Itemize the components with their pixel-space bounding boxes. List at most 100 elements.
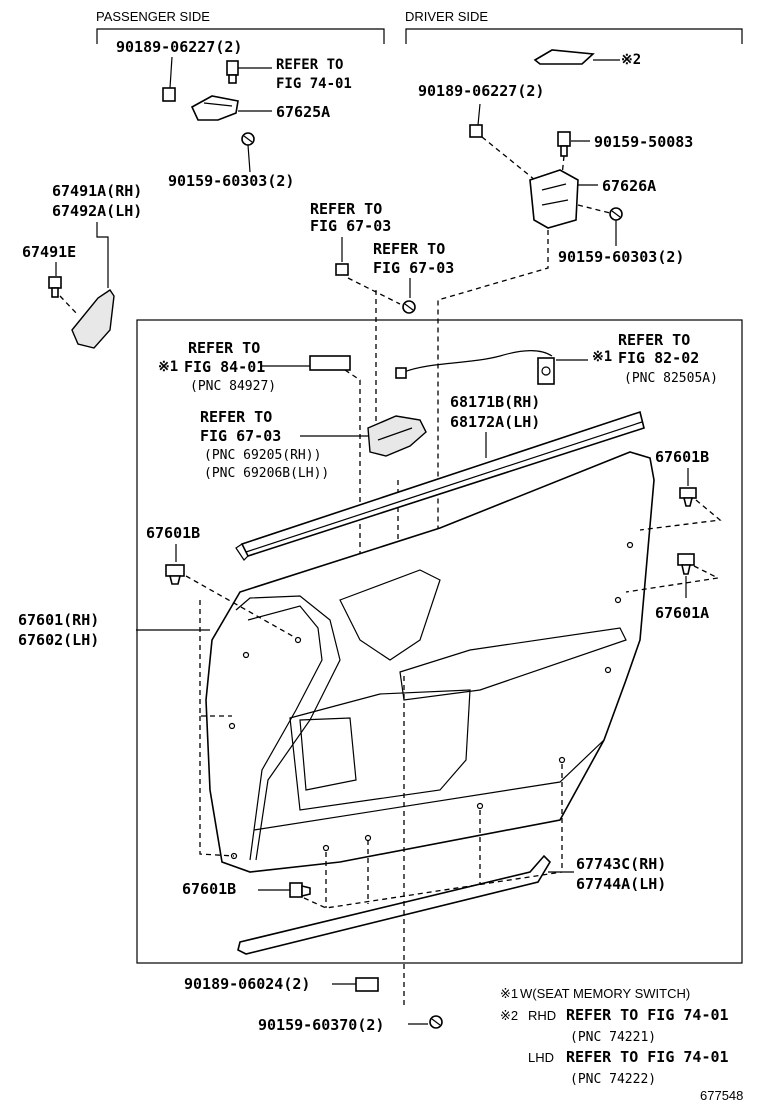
label-mark-1-switch: ※1 [158, 359, 178, 375]
assembly-guide [639, 499, 722, 531]
leader-line [477, 103, 481, 126]
switch-bezel-part [533, 49, 595, 65]
nut-part [469, 124, 483, 138]
screw-part [609, 207, 623, 221]
label-67743c-rh: 67743C(RH) [576, 855, 666, 873]
label-90189-06227-passenger: 90189-06227(2) [116, 38, 242, 56]
clip-part [557, 131, 571, 157]
inside-handle-part [367, 415, 427, 457]
label-refer-to-8202-2: FIG 82-02 [618, 349, 699, 367]
label-90159-60370: 90159-60370(2) [258, 1016, 384, 1034]
assembly-guide [347, 277, 401, 305]
bracket-67626a-part [529, 169, 579, 229]
label-68172a-lh: 68172A(LH) [450, 413, 540, 431]
assembly-guide [199, 716, 235, 857]
note-2-rhd-pnc: (PNC 74221) [570, 1030, 656, 1045]
label-refer-to-6703-a2: FIG 67-03 [310, 217, 391, 235]
label-refer-to-6703-b1: REFER TO [373, 240, 445, 258]
assembly-guide [344, 369, 361, 575]
label-67601-rh: 67601(RH) [18, 611, 99, 629]
screw-90159-60370-part [429, 1015, 443, 1029]
assembly-guide [325, 764, 563, 908]
nut-part [335, 263, 349, 276]
label-90189-06227-driver: 90189-06227(2) [418, 82, 544, 100]
screw-part [402, 300, 416, 314]
nut-90189-06024-part [355, 977, 379, 992]
passenger-side-header: PASSENGER SIDE [96, 9, 210, 24]
label-90159-60303-driver: 90159-60303(2) [558, 248, 684, 266]
bracket-67625a-part [190, 95, 239, 121]
wire-harness-part [395, 350, 555, 385]
label-refer-to-6703-b2: FIG 67-03 [373, 259, 454, 277]
label-67491e: 67491E [22, 243, 76, 261]
weatherstrip-68171b-part [235, 410, 645, 561]
clip-67601b-bottom-part [289, 882, 311, 898]
label-67601b-left: 67601B [146, 524, 200, 542]
label-67625a: 67625A [276, 103, 330, 121]
assembly-guide [303, 871, 563, 909]
leader-line [96, 222, 109, 288]
label-mark-1-harness: ※1 [592, 349, 612, 365]
cover-67491-part [71, 289, 115, 349]
label-67491a-rh: 67491A(RH) [52, 182, 142, 200]
clip-part [226, 60, 239, 84]
label-90189-06024: 90189-06024(2) [184, 975, 310, 993]
assembly-guide [185, 575, 297, 639]
note-2-lhd-pnc: (PNC 74222) [570, 1072, 656, 1087]
driver-side-bracket [405, 28, 743, 44]
label-pnc-82505a: (PNC 82505A) [624, 371, 718, 386]
label-68171b-rh: 68171B(RH) [450, 393, 540, 411]
label-90159-60303-passenger: 90159-60303(2) [168, 172, 294, 190]
note-1-text: W(SEAT MEMORY SWITCH) [520, 986, 690, 1001]
label-mark-2: ※2 [621, 52, 641, 68]
lower-moulding-67743c-part [237, 854, 552, 955]
label-67602-lh: 67602(LH) [18, 631, 99, 649]
assembly-guide [577, 204, 611, 214]
passenger-side-bracket [96, 28, 385, 44]
door-trim-panel-67601-part [205, 451, 655, 873]
note-2-rhd-ref: REFER TO FIG 74-01 [566, 1006, 729, 1024]
label-67601a: 67601A [655, 604, 709, 622]
assembly-guide [481, 136, 536, 181]
label-refer-to-6703-a1: REFER TO [310, 200, 382, 218]
note-2-lhd: LHD [528, 1050, 554, 1065]
figure-number: 677548 [700, 1088, 743, 1103]
assembly-guide [199, 600, 232, 717]
note-2-lhd-ref: REFER TO FIG 74-01 [566, 1048, 729, 1066]
nut-part [162, 87, 176, 102]
label-refer-to-8401-2: FIG 84-01 [184, 358, 265, 376]
clip-67601b-right-part [679, 487, 697, 507]
seat-memory-switch-part [309, 355, 351, 371]
leader-line [247, 144, 251, 173]
note-2-rhd: RHD [528, 1008, 556, 1023]
label-refer-fig-74-01-a: REFER TO [276, 57, 343, 73]
label-refer-fig-74-01-b: FIG 74-01 [276, 76, 352, 92]
screw-part [241, 132, 255, 146]
label-67626a: 67626A [602, 177, 656, 195]
clip-part [48, 276, 62, 298]
note-2-mark: ※2 [500, 1008, 518, 1023]
panel-frame [136, 319, 743, 964]
label-refer-to-6703-c1: REFER TO [200, 408, 272, 426]
clip-67601b-left-part [165, 564, 185, 585]
assembly-guide [59, 295, 79, 316]
label-67744a-lh: 67744A(LH) [576, 875, 666, 893]
label-pnc-84927: (PNC 84927) [190, 379, 276, 394]
assembly-guide [561, 155, 565, 177]
label-67492a-lh: 67492A(LH) [52, 202, 142, 220]
label-refer-to-8202-1: REFER TO [618, 331, 690, 349]
label-67601b-bottom: 67601B [182, 880, 236, 898]
label-pnc-69206b-lh: (PNC 69206B(LH)) [204, 466, 329, 481]
clip-67601a-part [677, 553, 695, 575]
label-refer-to-8401-1: REFER TO [188, 339, 260, 357]
label-refer-to-6703-c2: FIG 67-03 [200, 427, 281, 445]
label-90159-50083: 90159-50083 [594, 133, 693, 151]
driver-side-header: DRIVER SIDE [405, 9, 488, 24]
label-pnc-69205-rh: (PNC 69205(RH)) [204, 448, 321, 463]
leader-line [169, 56, 173, 89]
label-67601b-right: 67601B [655, 448, 709, 466]
assembly-guide [437, 230, 549, 676]
note-1-mark: ※1 [500, 986, 518, 1001]
